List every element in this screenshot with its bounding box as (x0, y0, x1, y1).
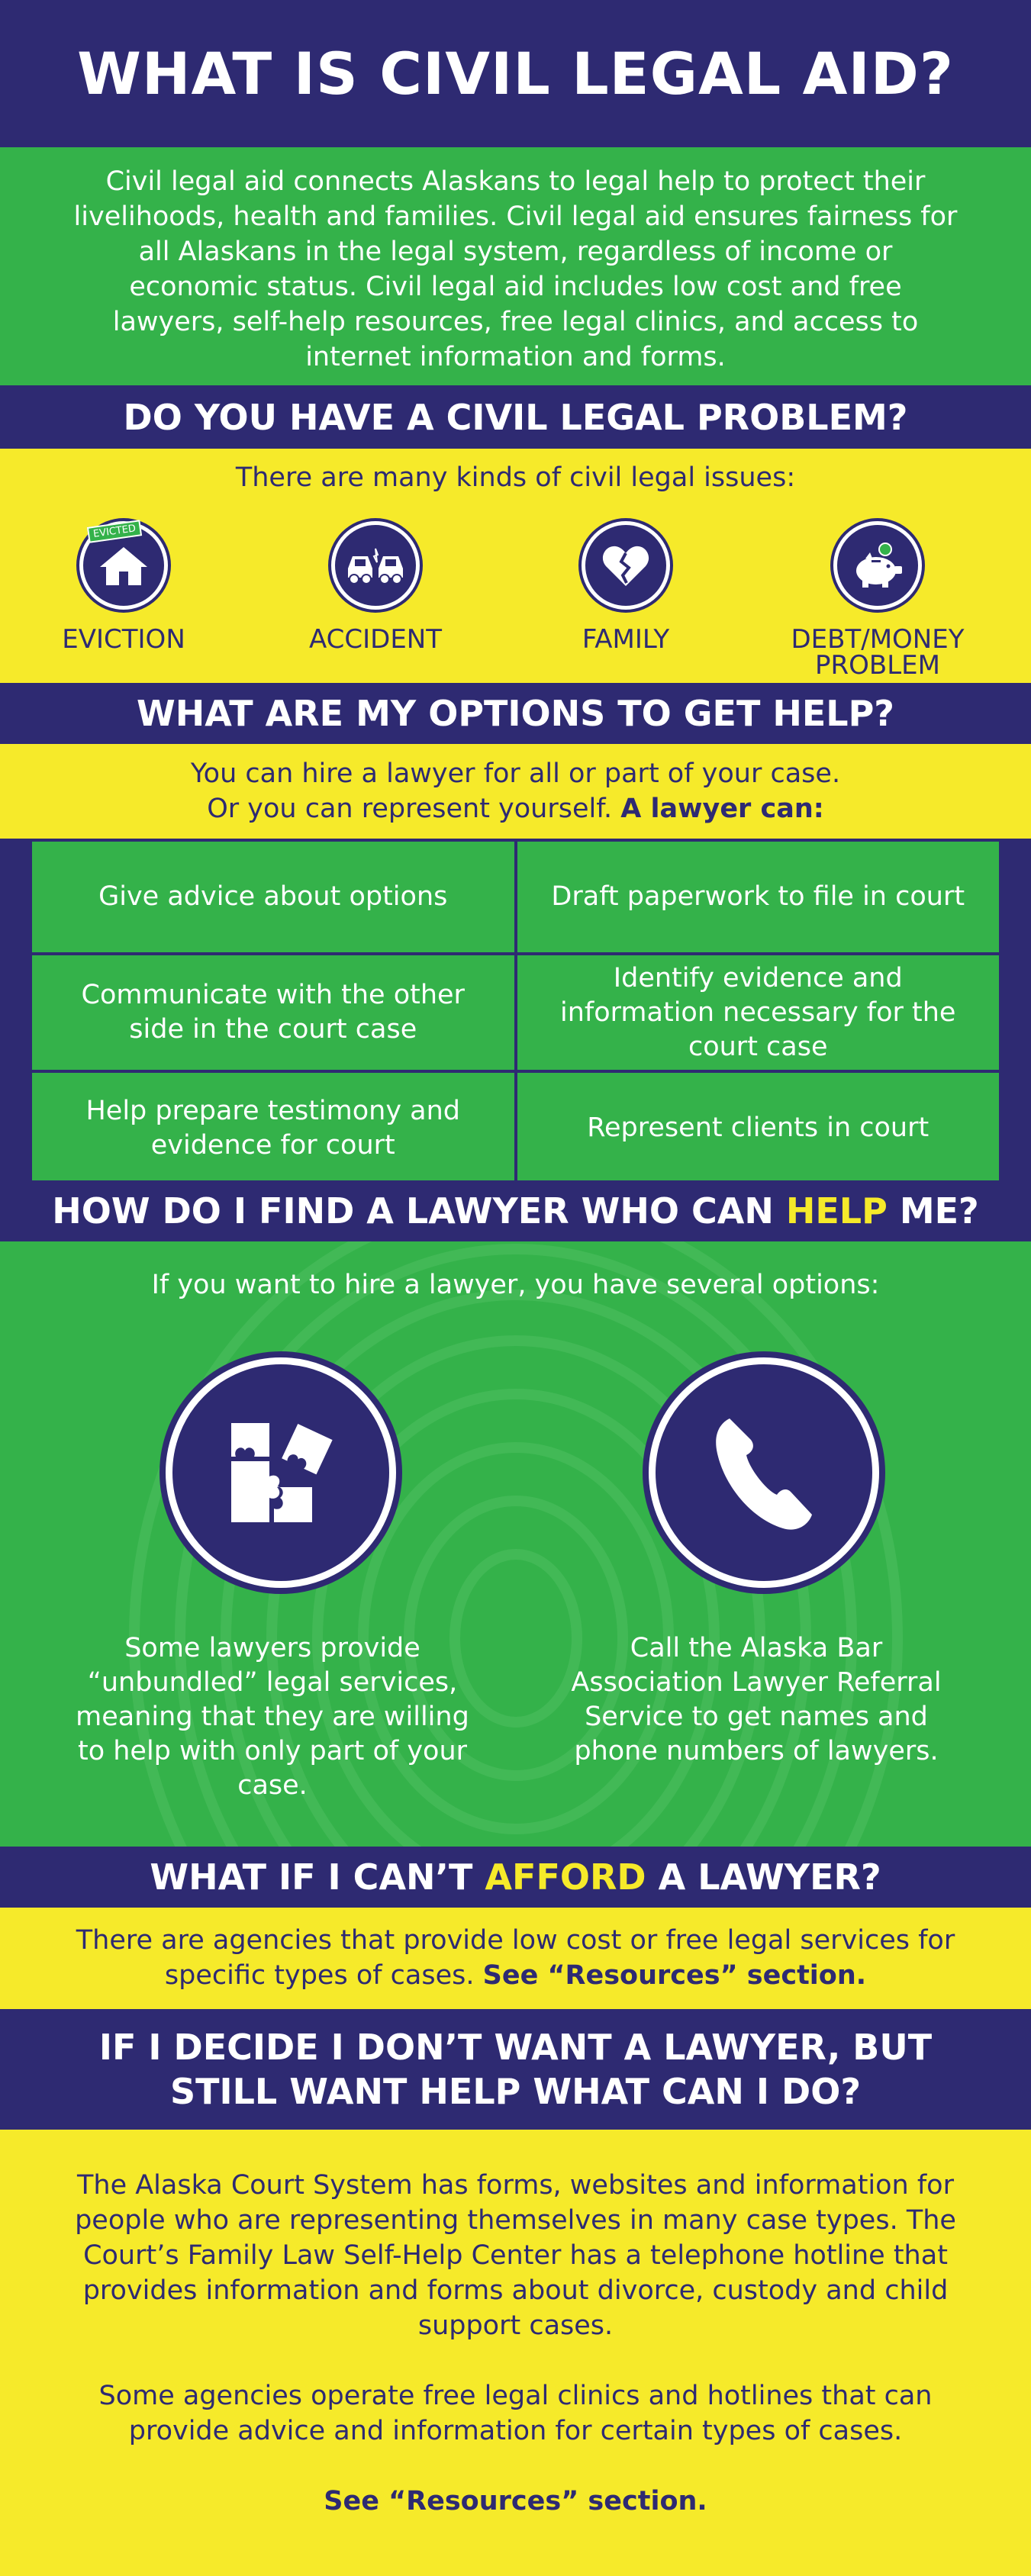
problem-heading-band: DO YOU HAVE A CIVIL LEGAL PROBLEM? (0, 385, 1031, 449)
self-para2: Some agencies operate free legal clinics… (98, 2381, 933, 2446)
intro-text: Civil legal aid connects Alaskans to leg… (73, 166, 958, 372)
lawyer-can-grid: Give advice about options Draft paperwor… (29, 839, 1002, 1183)
afford-resources-link: See “Resources” section. (482, 1960, 867, 1991)
piggy-bank-icon (833, 521, 922, 610)
options-intro: You can hire a lawyer for all or part of… (0, 744, 1031, 839)
afford-heading: WHAT IF I CAN’T AFFORD A LAWYER? (150, 1856, 881, 1898)
find-heading: HOW DO I FIND A LAWYER WHO CAN HELP ME? (52, 1190, 978, 1232)
afford-heading-highlight: AFFORD (485, 1856, 646, 1898)
broken-heart-icon (582, 521, 670, 610)
lawyer-can-item: Represent clients in court (517, 1073, 999, 1183)
options-heading-band: WHAT ARE MY OPTIONS TO GET HELP? (0, 683, 1031, 744)
car-crash-icon (331, 521, 420, 610)
puzzle-pieces-icon (166, 1357, 396, 1588)
lawyer-can-item: Give advice about options (32, 842, 514, 952)
self-section: The Alaska Court System has forms, websi… (0, 2130, 1031, 2576)
afford-heading-band: WHAT IF I CAN’T AFFORD A LAWYER? (0, 1847, 1031, 1908)
lawyer-can-item: Draft paperwork to file in court (517, 842, 999, 952)
house-eviction-icon: EVICTED (79, 520, 168, 610)
unbundled-services-text: Some lawyers provide “unbundled” legal s… (76, 1633, 469, 1801)
lawyer-can-item: Help prepare testimony and evidence for … (32, 1073, 514, 1183)
issue-label-line1: DEBT/MONEY (791, 624, 965, 655)
afford-text: There are agencies that provide low cost… (76, 1925, 955, 1991)
self-heading-line2: STILL WANT HELP WHAT CAN I DO? (169, 2071, 862, 2112)
issue-label: FAMILY (582, 624, 670, 655)
issue-eviction: EVICTED EVICTION (9, 520, 238, 655)
issue-accident: ACCIDENT (261, 521, 490, 652)
lawyer-can-item: Identify evidence and information necess… (517, 955, 999, 1070)
issue-debt: DEBT/MONEY PROBLEM (763, 521, 992, 678)
find-heading-pre: HOW DO I FIND A LAWYER WHO CAN (52, 1190, 786, 1232)
options-heading: WHAT ARE MY OPTIONS TO GET HELP? (137, 693, 894, 734)
options-line2: Or you can represent yourself. (207, 794, 613, 824)
issue-label-line2: PROBLEM (815, 650, 940, 681)
issue-family: FAMILY (511, 521, 740, 652)
problem-subtitle: There are many kinds of civil legal issu… (235, 462, 796, 493)
lawyer-referral-text: Call the Alaska Bar Association Lawyer R… (571, 1633, 942, 1766)
problem-heading: DO YOU HAVE A CIVIL LEGAL PROBLEM? (123, 396, 908, 438)
page-title: WHAT IS CIVIL LEGAL AID? (77, 40, 954, 108)
afford-heading-pre: WHAT IF I CAN’T (150, 1856, 485, 1898)
find-section: If you want to hire a lawyer, you have s… (0, 1241, 1031, 1847)
self-heading-band: IF I DECIDE I DON’T WANT A LAWYER, BUT S… (0, 2009, 1031, 2130)
fingerprint-background (129, 1241, 903, 1847)
options-line1: You can hire a lawyer for all or part of… (190, 758, 841, 789)
self-heading-line1: IF I DECIDE I DON’T WANT A LAWYER, BUT (98, 2027, 933, 2068)
phone-handset-icon (649, 1357, 879, 1588)
self-para1: The Alaska Court System has forms, websi… (75, 2170, 956, 2341)
eviction-tag: EVICTED (86, 520, 143, 543)
options-line2-bold: A lawyer can: (620, 794, 824, 824)
find-heading-post: ME? (887, 1190, 979, 1232)
find-heading-band: HOW DO I FIND A LAWYER WHO CAN HELP ME? (0, 1180, 1031, 1241)
lawyer-can-item: Communicate with the other side in the c… (32, 955, 514, 1070)
find-subtitle: If you want to hire a lawyer, you have s… (151, 1270, 880, 1300)
options-line2-wrap: Or you can represent yourself. A lawyer … (0, 791, 1031, 826)
intro-section: Civil legal aid connects Alaskans to leg… (0, 147, 1031, 385)
find-heading-highlight: HELP (785, 1190, 888, 1232)
issue-label: ACCIDENT (308, 624, 443, 655)
page-title-band: WHAT IS CIVIL LEGAL AID? (0, 0, 1031, 147)
afford-heading-post: A LAWYER? (646, 1856, 881, 1898)
problem-section: There are many kinds of civil legal issu… (0, 449, 1031, 683)
self-resources: See “Resources” section. (324, 2486, 707, 2516)
issue-label: DEBT/MONEY PROBLEM (763, 626, 992, 678)
afford-section: There are agencies that provide low cost… (0, 1908, 1031, 2009)
issue-label: EVICTION (62, 624, 185, 655)
